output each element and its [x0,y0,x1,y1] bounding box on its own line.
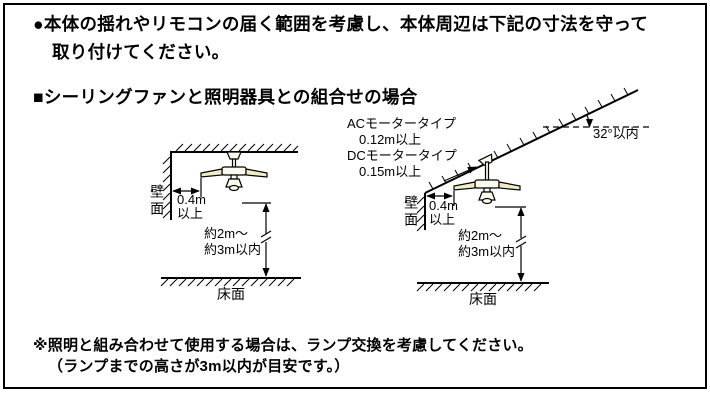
ceiling-fan-illustration [200,151,268,192]
angle-arc [585,114,594,128]
wall-surface-label: 壁面 [149,184,166,218]
footnote-line1: ※照明と組み合わせて使用する場合は、ランプ交換を考慮してください。 [33,337,533,354]
floor-hatch [416,283,542,292]
intro-text-line2: 取り付けてください。 [52,42,230,62]
right-diagram-linework [416,87,650,292]
sloped-ceiling-line [424,89,639,194]
height-range-label-line2: 約3m以内 [458,244,516,259]
wall-surface-label: 壁面 [403,195,420,229]
dc-motor-clearance-label: 0.15m以上 [359,164,422,179]
floor-surface-label: 床面 [217,286,245,302]
footnote-line2: （ランプまでの高さが3m以内が目安です。） [48,358,350,375]
clearance-value-label: 0.4m [177,192,206,207]
section-title: ■シーリングファンと照明器具との組合せの場合 [33,87,418,107]
height-range-label-line1: 約2m〜 [458,228,503,243]
wall-hatch [416,196,425,232]
intro-text-line1: ●本体の揺れやリモコンの届く範囲を考慮し、本体周辺は下記の寸法を守って [33,14,649,34]
clearance-unit-label: 以上 [177,206,204,221]
height-range-label-line2: 約3m以内 [204,242,262,257]
break-symbol [515,235,527,249]
ac-motor-type-label: ACモータータイプ [347,116,457,131]
left-diagram-linework [160,143,301,287]
ceiling-fan-illustration [453,153,521,205]
wall-hatch [162,156,171,219]
ceiling-hatch [175,143,299,152]
motor-type-leader-arrow [443,166,477,182]
page-border [3,3,707,389]
slope-angle-label: 32°以内 [593,126,639,141]
floor-surface-label: 床面 [469,291,497,307]
height-range-label-line1: 約2m〜 [204,226,249,241]
break-symbol [260,230,272,244]
dc-motor-type-label: DCモータータイプ [347,148,457,163]
slope-hatch [428,87,629,190]
floor-hatch [160,278,295,287]
clearance-unit-label: 以上 [429,212,456,227]
ac-motor-clearance-label: 0.12m以上 [359,132,422,147]
clearance-value-label: 0.4m [429,198,458,213]
